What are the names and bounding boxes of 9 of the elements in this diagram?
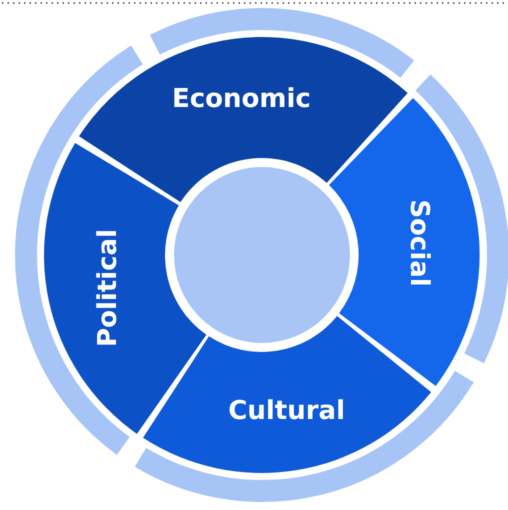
ring-segment (79, 37, 408, 202)
ring-segment (143, 316, 432, 473)
center-circle (174, 167, 350, 343)
ring-segment (44, 142, 206, 434)
segment-label: Social (404, 198, 434, 286)
segment-label: Cultural (228, 396, 345, 426)
ring-segment (329, 98, 480, 386)
segment-label: Economic (172, 84, 311, 114)
segment-label: Political (92, 228, 123, 347)
